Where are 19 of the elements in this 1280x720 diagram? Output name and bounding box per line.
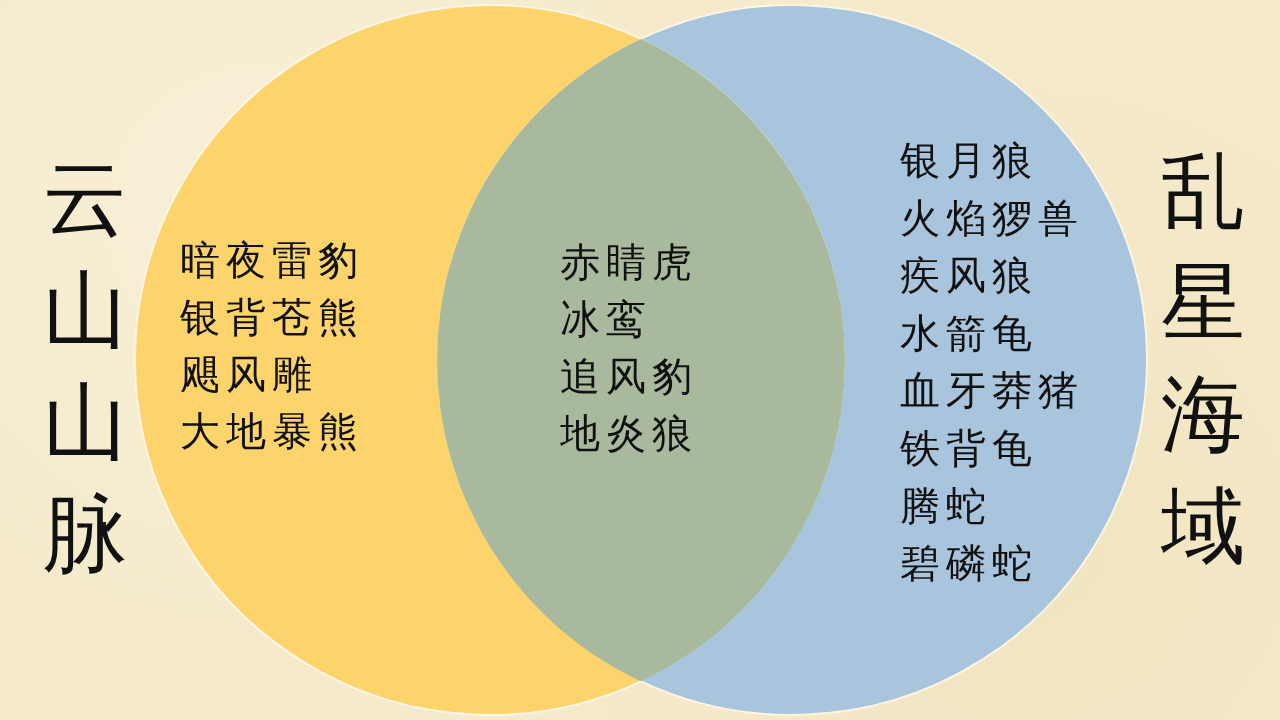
list-item: 疾风狼 [900, 251, 1038, 300]
list-item: 暗夜雷豹 [180, 236, 364, 284]
list-item: 血牙莽猪 [900, 366, 1084, 415]
list-item: 腾蛇 [900, 481, 992, 530]
overlap-region [437, 38, 845, 682]
list-item: 大地暴熊 [180, 407, 364, 455]
list-item: 铁背龟 [900, 424, 1038, 472]
list-item: 水箭龟 [900, 308, 1038, 357]
list-item: 碧磷蛇 [900, 539, 1038, 588]
list-item: 赤睛虎 [560, 238, 698, 286]
region-heading: 云山山脉 [42, 148, 128, 585]
list-item: 冰鸾 [560, 295, 652, 343]
list-item: 飓风雕 [180, 350, 318, 398]
region-heading: 乱星海域 [1160, 140, 1246, 577]
list-item: 火焰猡兽 [900, 193, 1084, 242]
list-item: 银背苍熊 [180, 293, 364, 341]
list-item: 银月狼 [900, 136, 1038, 184]
list-item: 地炎狼 [560, 409, 698, 457]
list-item: 追风豹 [560, 352, 698, 400]
